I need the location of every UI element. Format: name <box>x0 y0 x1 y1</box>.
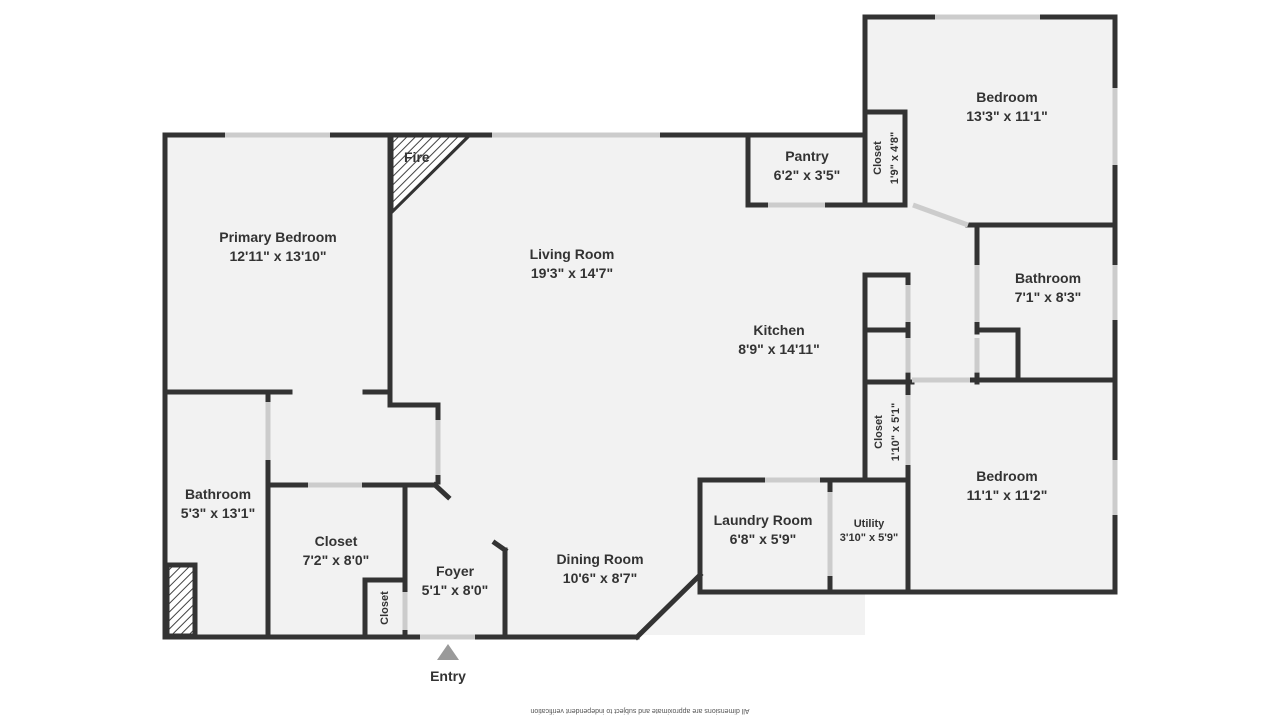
laundry-room-name: Laundry Room <box>714 512 813 528</box>
foyer-dims: 5'1" x 8'0" <box>422 582 489 598</box>
primary-bedroom-name: Primary Bedroom <box>219 229 336 245</box>
bathroom-e-label: Bathroom 7'1" x 8'3" <box>1015 270 1082 305</box>
closet-mid-dims: 1'10" x 5'1" <box>890 403 902 461</box>
closet-ne-label: Closet 1'9" x 4'8" <box>872 132 901 184</box>
closet-ne-dims: 1'9" x 4'8" <box>889 132 901 184</box>
kitchen-name: Kitchen <box>753 322 804 338</box>
utility-label: Utility 3'10" x 5'9" <box>840 518 898 544</box>
bathroom-e-dims: 7'1" x 8'3" <box>1015 289 1082 305</box>
dining-room-name: Dining Room <box>556 551 643 567</box>
foyer-label: Foyer 5'1" x 8'0" <box>422 563 489 598</box>
laundry-room-dims: 6'8" x 5'9" <box>730 531 797 547</box>
living-room-name: Living Room <box>530 246 615 262</box>
entry-label: Entry <box>430 668 466 684</box>
primary-bedroom-dims: 12'11" x 13'10" <box>229 248 326 264</box>
closet-mid-name: Closet <box>873 415 885 449</box>
closet-w-dims: 7'2" x 8'0" <box>303 552 370 568</box>
bathroom-e-name: Bathroom <box>1015 270 1081 286</box>
closet-ne-name: Closet <box>872 141 884 175</box>
pantry-dims: 6'2" x 3'5" <box>774 167 841 183</box>
kitchen-label: Kitchen 8'9" x 14'11" <box>738 322 819 357</box>
primary-bedroom-label: Primary Bedroom 12'11" x 13'10" <box>219 229 336 264</box>
closet-w-name: Closet <box>315 533 358 549</box>
bedroom-se-name: Bedroom <box>976 468 1037 484</box>
bedroom-se-label: Bedroom 11'1" x 11'2" <box>967 468 1048 503</box>
living-room-label: Living Room 19'3" x 14'7" <box>530 246 615 281</box>
utility-dims: 3'10" x 5'9" <box>840 532 898 544</box>
closet-w-label: Closet 7'2" x 8'0" <box>303 533 370 568</box>
entry-arrow-icon <box>437 644 459 660</box>
fireplace-label: Fire <box>404 149 430 165</box>
bedroom-ne-name: Bedroom <box>976 89 1037 105</box>
bathroom-fixture-hatch <box>166 563 197 637</box>
bedroom-ne-label: Bedroom 13'3" x 11'1" <box>966 89 1047 124</box>
dining-room-dims: 10'6" x 8'7" <box>563 570 637 586</box>
laundry-room-label: Laundry Room 6'8" x 5'9" <box>714 512 813 547</box>
pantry-label: Pantry 6'2" x 3'5" <box>774 148 841 183</box>
bedroom-ne-dims: 13'3" x 11'1" <box>966 108 1047 124</box>
bedroom-se-dims: 11'1" x 11'2" <box>967 487 1048 503</box>
kitchen-dims: 8'9" x 14'11" <box>738 341 819 357</box>
utility-name: Utility <box>854 518 885 530</box>
bathroom-w-label: Bathroom 5'3" x 13'1" <box>181 486 255 521</box>
bathroom-w-name: Bathroom <box>185 486 251 502</box>
dining-room-label: Dining Room 10'6" x 8'7" <box>556 551 643 586</box>
living-room-dims: 19'3" x 14'7" <box>531 265 613 281</box>
windows <box>225 14 1118 640</box>
closet-mid-label: Closet 1'10" x 5'1" <box>873 403 902 461</box>
floor-fill <box>165 17 1115 635</box>
bathroom-w-dims: 5'3" x 13'1" <box>181 505 255 521</box>
foyer-name: Foyer <box>436 563 475 579</box>
pantry-name: Pantry <box>785 148 829 164</box>
closet-small-name: Closet <box>379 591 391 625</box>
dimensions-footnote: All dimensions are approximate and subje… <box>530 707 749 714</box>
